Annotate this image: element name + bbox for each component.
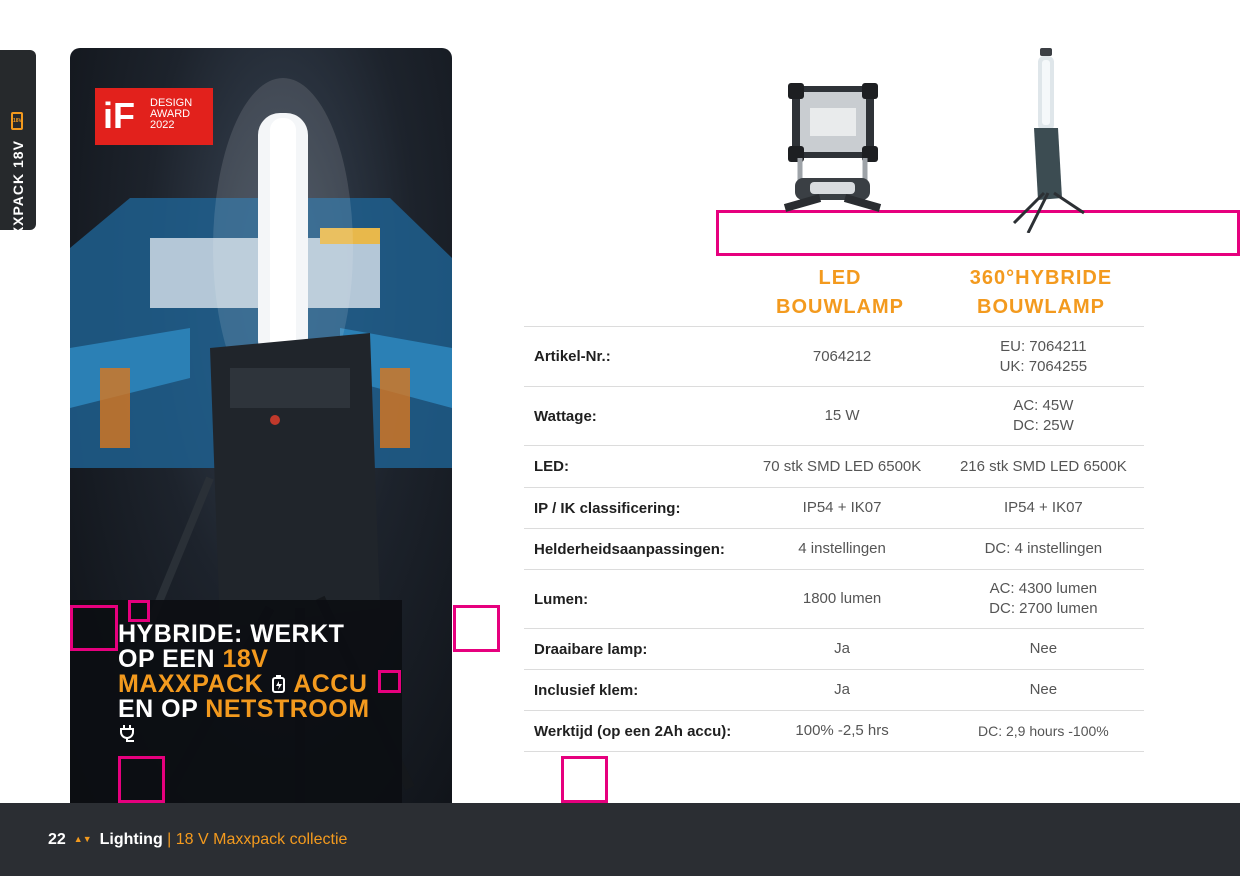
column-header-led: LED BOUWLAMP xyxy=(740,264,940,322)
hybrid-value: DC: 2,9 hours -100% xyxy=(942,710,1144,752)
if-design-award-badge: iF DESIGN AWARD 2022 xyxy=(95,88,213,145)
caption-highlight: NETSTROOM xyxy=(205,695,370,723)
section-name: Lighting xyxy=(99,831,163,848)
placement-marker xyxy=(70,605,118,651)
row-label: Wattage: xyxy=(524,386,742,446)
hybrid-value: DC: 4 instellingen xyxy=(942,528,1144,570)
hero-photo: iF DESIGN AWARD 2022 xyxy=(70,48,452,808)
footer-text: 22 ▲▼ Lighting | 18 V Maxxpack collectie xyxy=(48,831,347,849)
led-value: Ja xyxy=(741,628,943,670)
table-row: LED: 70 stk SMD LED 6500K 216 stk SMD LE… xyxy=(524,445,1144,488)
table-row: IP / IK classificering: IP54 + IK07 IP54… xyxy=(524,487,1144,529)
hero-photo-illustration xyxy=(70,78,452,808)
hero-caption: HYBRIDE: WERKT OP EEN 18V MAXXPACK ACCU … xyxy=(118,622,388,747)
badge-text: DESIGN AWARD 2022 xyxy=(150,98,192,131)
placement-marker xyxy=(378,670,401,693)
row-label: IP / IK classificering: xyxy=(524,487,742,529)
table-row: Werktijd (op een 2Ah accu): 100% -2,5 hr… xyxy=(524,710,1144,752)
battery-charge-icon xyxy=(271,675,285,693)
row-label: Werktijd (op een 2Ah accu): xyxy=(524,710,742,752)
badge-line: DESIGN xyxy=(150,97,193,109)
led-value: 4 instellingen xyxy=(741,528,943,570)
table-row: Helderheidsaanpassingen: 4 instellingen … xyxy=(524,528,1144,570)
led-value: 1800 lumen xyxy=(741,569,943,629)
hybrid-value: 216 stk SMD LED 6500K xyxy=(942,445,1144,488)
led-value: Ja xyxy=(741,669,943,711)
caption-part: EN OP xyxy=(118,695,206,723)
placement-marker xyxy=(118,756,165,803)
up-down-arrows-icon: ▲▼ xyxy=(73,834,92,844)
if-mark: iF xyxy=(103,95,135,136)
caption-highlight: ACCU xyxy=(293,670,368,698)
hybrid-value: Nee xyxy=(942,669,1144,711)
power-plug-icon xyxy=(120,725,134,742)
led-value: 15 W xyxy=(741,386,943,446)
caption-box xyxy=(70,600,402,808)
column-header-line: 360°HYBRIDE xyxy=(969,267,1113,289)
row-label: LED: xyxy=(524,445,742,488)
battery-icon: 18V xyxy=(11,112,23,130)
placement-marker xyxy=(453,605,500,652)
side-tab: 18V MAXXPACK 18V xyxy=(0,50,36,260)
side-tab-label: MAXXPACK 18V xyxy=(10,140,26,260)
led-value: 7064212 xyxy=(741,326,943,387)
led-value: 70 stk SMD LED 6500K xyxy=(741,445,943,488)
column-header-hybrid: 360°HYBRIDE BOUWLAMP xyxy=(941,264,1141,322)
hybrid-worklamp-image xyxy=(1012,48,1085,233)
row-label: Lumen: xyxy=(524,569,742,629)
battery-label: 18V xyxy=(13,118,22,124)
page-footer: 22 ▲▼ Lighting | 18 V Maxxpack collectie xyxy=(0,803,1240,876)
placement-marker xyxy=(716,210,1240,256)
row-label: Helderheidsaanpassingen: xyxy=(524,528,742,570)
row-label: Draaibare lamp: xyxy=(524,628,742,670)
hybrid-value: Nee xyxy=(942,628,1144,670)
row-label: Artikel-Nr.: xyxy=(524,326,742,387)
led-value: IP54 + IK07 xyxy=(741,487,943,529)
placement-marker xyxy=(561,756,608,803)
led-worklamp-image xyxy=(783,83,882,212)
led-value: 100% -2,5 hrs xyxy=(741,710,943,752)
badge-line: 2022 xyxy=(150,119,175,131)
page-number: 22 xyxy=(48,831,66,848)
column-header-line: BOUWLAMP xyxy=(776,296,904,318)
row-label: Inclusief klem: xyxy=(524,669,742,711)
hybrid-value: IP54 + IK07 xyxy=(942,487,1144,529)
caption-highlight: 18V MAXXPACK xyxy=(118,645,269,698)
column-header-line: LED xyxy=(818,267,862,289)
table-row: Draaibare lamp: Ja Nee xyxy=(524,628,1144,670)
placement-marker xyxy=(128,600,150,622)
section-subtitle: 18 V Maxxpack collectie xyxy=(175,831,348,848)
badge-line: AWARD xyxy=(150,108,191,120)
footer-separator: | xyxy=(162,831,176,848)
column-header-line: BOUWLAMP xyxy=(977,296,1105,318)
caption-part: HYBRIDE: WERKT OP EEN xyxy=(118,620,345,673)
table-row: Inclusief klem: Ja Nee xyxy=(524,669,1144,711)
